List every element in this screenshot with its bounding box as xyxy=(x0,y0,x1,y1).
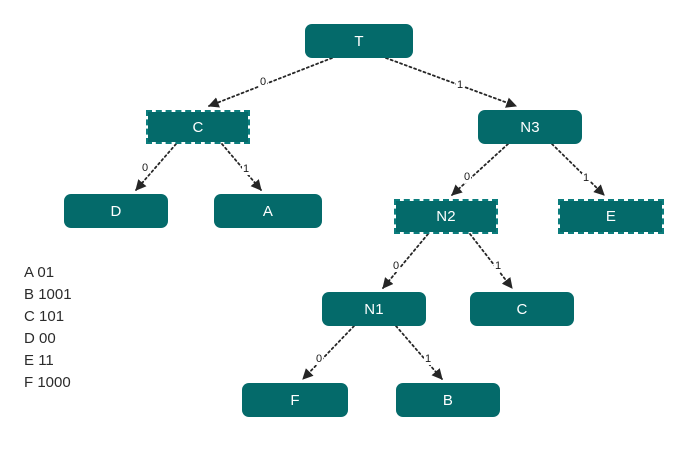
edge-label-n2-n1: 0 xyxy=(392,260,401,272)
edge-label-n3-e: 1 xyxy=(582,172,591,184)
tree-node-d[interactable]: D xyxy=(64,194,168,228)
tree-edge xyxy=(385,57,518,108)
tree-node-n3[interactable]: N3 xyxy=(478,110,582,144)
tree-node-f[interactable]: F xyxy=(242,383,348,417)
edge-label-c1-d: 0 xyxy=(141,162,150,174)
tree-node-n1[interactable]: N1 xyxy=(322,292,426,326)
tree-node-c1[interactable]: C xyxy=(146,110,250,144)
edge-label-t-n3: 1 xyxy=(456,79,465,91)
legend-row: C 101 xyxy=(24,306,72,328)
legend-row: A 01 xyxy=(24,262,72,284)
tree-node-t[interactable]: T xyxy=(305,24,413,58)
tree-edge xyxy=(469,233,513,289)
tree-node-b[interactable]: B xyxy=(396,383,500,417)
legend-row: D 00 xyxy=(24,328,72,350)
edge-label-t-c1: 0 xyxy=(259,76,268,88)
tree-edge xyxy=(135,143,177,191)
tree-edge xyxy=(382,233,429,289)
tree-node-label: N3 xyxy=(520,118,540,136)
legend-symbol: B xyxy=(24,286,35,303)
tree-edge xyxy=(207,57,333,108)
tree-node-label: D xyxy=(110,202,122,220)
edge-label-n1-b: 1 xyxy=(424,353,433,365)
legend-code: 11 xyxy=(38,352,54,369)
edge-label-c1-a: 1 xyxy=(242,163,251,175)
edge-label-n3-n2: 0 xyxy=(463,171,472,183)
legend-symbol: F xyxy=(24,374,34,391)
tree-node-label: A xyxy=(262,202,274,220)
legend-code: 1001 xyxy=(38,286,72,303)
edge-label-n2-c2: 1 xyxy=(494,260,503,272)
tree-edge xyxy=(451,143,509,196)
legend-code: 1000 xyxy=(37,374,71,391)
tree-node-label: B xyxy=(442,391,454,409)
edge-paths xyxy=(135,57,605,380)
legend-symbol: D xyxy=(24,330,35,347)
legend-row: F 1000 xyxy=(24,372,72,394)
tree-edge xyxy=(551,143,605,196)
edge-label-n1-f: 0 xyxy=(315,353,324,365)
tree-node-label: N1 xyxy=(364,300,384,318)
tree-node-a[interactable]: A xyxy=(214,194,322,228)
legend-row: E 11 xyxy=(24,350,72,372)
tree-node-label: E xyxy=(605,208,617,225)
legend-symbol: C xyxy=(24,308,35,325)
tree-node-label: F xyxy=(290,391,300,409)
legend-symbol: A xyxy=(24,264,34,281)
tree-node-label: T xyxy=(354,32,364,50)
legend-row: B 1001 xyxy=(24,284,72,306)
tree-edge xyxy=(221,143,262,191)
legend-code: 01 xyxy=(37,264,55,281)
tree-node-label: C xyxy=(192,118,204,136)
legend-code: 101 xyxy=(39,308,65,325)
tree-node-c2[interactable]: C xyxy=(470,292,574,326)
tree-edge xyxy=(302,325,355,380)
legend-symbol: E xyxy=(24,352,35,369)
tree-node-e[interactable]: E xyxy=(558,199,664,234)
tree-node-label: C xyxy=(516,300,528,318)
tree-node-n2[interactable]: N2 xyxy=(394,199,498,234)
tree-edge xyxy=(395,325,443,380)
legend-code: 00 xyxy=(39,330,56,347)
tree-node-label: N2 xyxy=(436,208,456,225)
